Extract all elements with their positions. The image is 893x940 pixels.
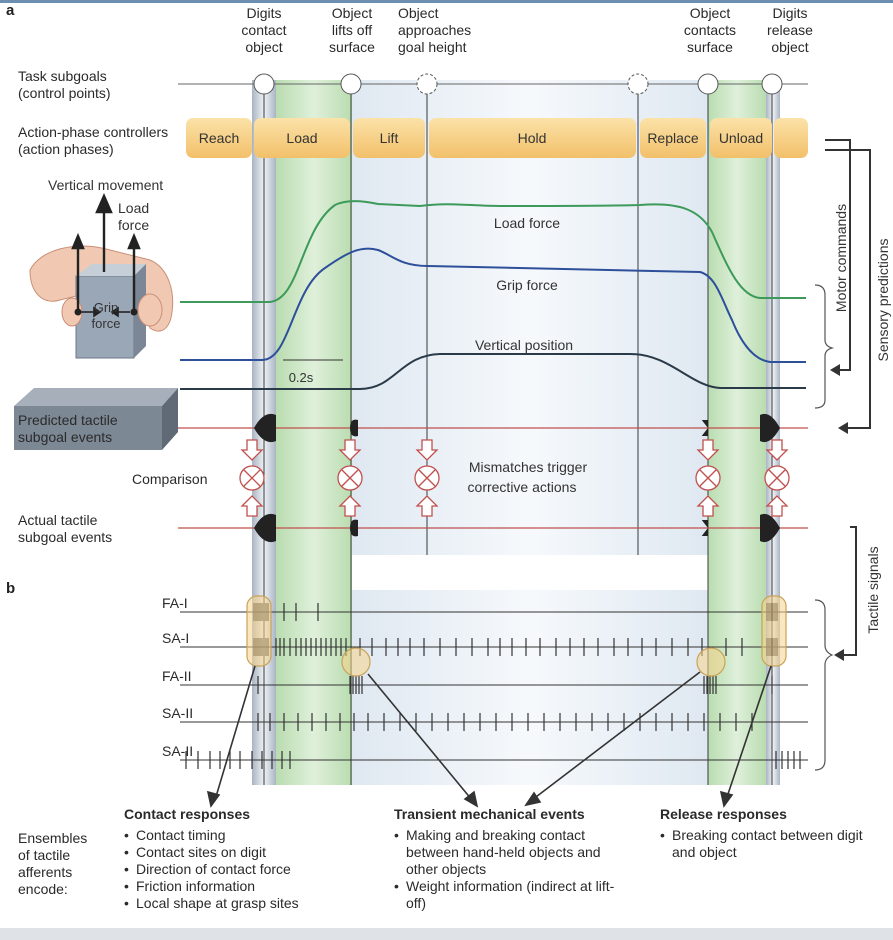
task-subgoals-label: Task subgoals(control points) — [18, 68, 111, 101]
predicted-event-marks — [254, 413, 780, 443]
comparison-symbols — [239, 439, 790, 517]
band-hold-blue-lower — [352, 590, 708, 785]
transient-item: Making and breaking contact between hand… — [394, 827, 626, 878]
sensory-predictions-arrow — [825, 149, 871, 429]
phase-reach: Reach — [199, 130, 239, 146]
mismatch-label-2: corrective actions — [468, 479, 577, 495]
load-force-curve — [180, 200, 806, 303]
hand-illustration — [14, 193, 178, 450]
sensory-predictions-arrowhead — [838, 422, 848, 434]
motor-commands-label: Motor commands — [833, 204, 849, 312]
afferent-label-fa1: FA-I — [162, 595, 188, 611]
phase-replace: Replace — [647, 130, 699, 146]
load-force-hand-label-1: Load — [118, 200, 149, 216]
contact-item: Contact timing — [124, 827, 364, 844]
band-hold-blue — [352, 80, 708, 555]
transient-events: Transient mechanical events Making and b… — [394, 806, 626, 912]
top-border — [0, 0, 893, 3]
tactile-signals-label: Tactile signals — [865, 546, 881, 633]
actual-event-marks — [254, 513, 780, 543]
grip-force-hand-label-2: force — [92, 316, 121, 331]
curly-braces — [814, 284, 835, 771]
burst-highlights — [246, 595, 787, 677]
phase-load: Load — [286, 130, 317, 146]
afferent-label-sa2-b: SA-II — [162, 743, 194, 759]
scale-label: 0.2s — [289, 370, 314, 385]
response-arrows — [206, 665, 772, 808]
afferent-label-sa1: SA-I — [162, 630, 190, 646]
mismatch-label-1: Mismatches trigger — [469, 459, 588, 475]
band-load-green — [276, 80, 352, 785]
phase-lift: Lift — [380, 130, 399, 146]
phase-hold: Hold — [518, 130, 547, 146]
release-responses: Release responses Breaking contact betwe… — [660, 806, 882, 861]
afferent-label-sa2: SA-II — [162, 705, 194, 721]
motor-commands-arrow — [825, 139, 851, 371]
afferent-lines — [180, 611, 808, 761]
band-unload-green — [708, 80, 766, 785]
control-point-lift — [340, 73, 362, 95]
motor-commands-arrowhead — [830, 364, 840, 376]
release-responses-title: Release responses — [660, 806, 787, 822]
comparison-label: Comparison — [132, 471, 208, 487]
grip-force-label: Grip force — [496, 277, 558, 293]
load-force-hand-label-2: force — [118, 217, 149, 233]
vertical-movement-label: Vertical movement — [48, 177, 163, 193]
contact-item: Local shape at grasp sites — [124, 895, 364, 912]
tactile-signals-arrow — [842, 526, 857, 656]
vertical-position-label: Vertical position — [475, 337, 573, 353]
contact-item: Direction of contact force — [124, 861, 364, 878]
load-force-label: Load force — [494, 215, 560, 231]
control-point-replace — [627, 73, 649, 95]
contact-responses-title: Contact responses — [124, 806, 251, 822]
panel-letter-b: b — [6, 580, 16, 597]
contact-responses: Contact responses Contact timing Contact… — [124, 806, 364, 912]
vertical-position-curve — [180, 353, 806, 390]
panel-letter-a: a — [6, 2, 15, 19]
contact-item: Friction information — [124, 878, 364, 895]
tactile-signals-arrowhead — [834, 649, 844, 661]
control-point-contacts-surface — [697, 73, 719, 95]
transient-item: Weight information (indirect at lift-off… — [394, 878, 626, 912]
release-item: Breaking contact between digit and objec… — [660, 827, 882, 861]
bottom-border — [0, 928, 893, 940]
controllers-label: Action-phase controllers(action phases) — [18, 124, 169, 157]
control-point-approach — [416, 73, 438, 95]
grip-force-curve — [180, 247, 806, 363]
control-point-release — [761, 73, 783, 95]
transient-events-title: Transient mechanical events — [394, 806, 585, 822]
phase-unload: Unload — [719, 130, 763, 146]
control-point-contact — [253, 73, 275, 95]
sensory-predictions-label: Sensory predictions — [875, 239, 891, 362]
contact-item: Contact sites on digit — [124, 844, 364, 861]
grip-force-hand-label-1: Grip — [94, 300, 119, 315]
phase-bar: Reach Load Lift Hold Replace Unload — [186, 118, 808, 158]
afferent-label-fa2: FA-II — [162, 668, 192, 684]
